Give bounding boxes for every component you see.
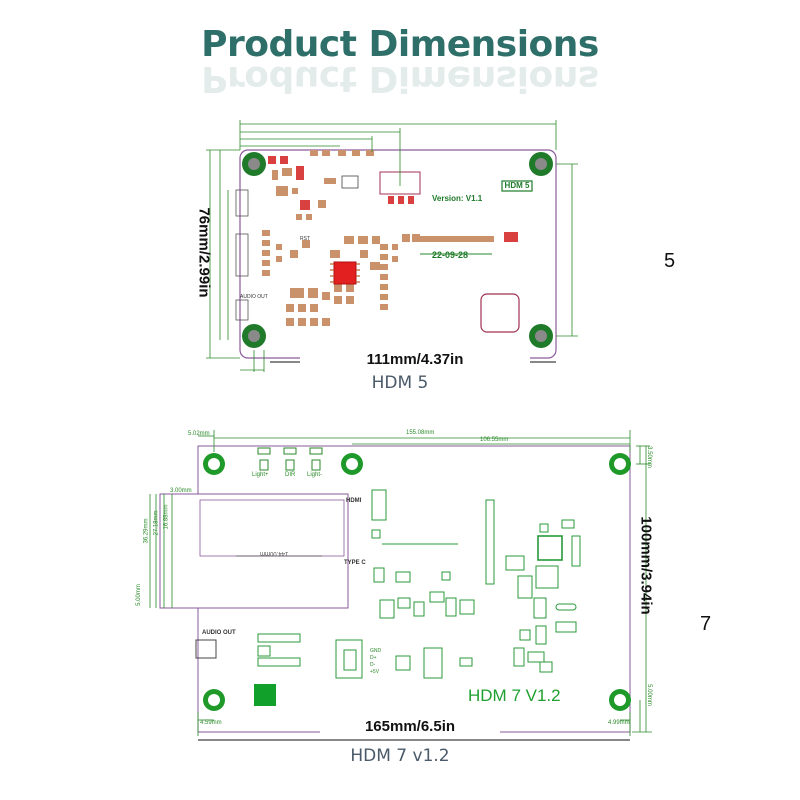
hdm5-mount-hole <box>529 324 553 348</box>
hdm7-dim-left-d: 36.29mm <box>143 518 150 544</box>
hdm5-board <box>206 120 578 372</box>
hdm5-caption: HDM 5 <box>371 373 429 393</box>
hdm7-header-pins <box>257 633 301 667</box>
hdm7-width-label: 165mm/6.5in <box>320 718 500 735</box>
hdm7-dim-top-a: 5.02mm <box>188 431 210 437</box>
hdm5-audio-port <box>235 299 249 321</box>
hdm5-main-chip <box>333 261 357 285</box>
hdm7-dim-left-a: 3.00mm <box>170 488 192 494</box>
hdm7-dim-bottom-left: 4.59mm <box>200 720 222 726</box>
hdm5-usb-port <box>235 189 249 217</box>
hdm5-width-label: 111mm/4.37in <box>300 351 530 368</box>
hdm5-side-number: 5 <box>664 250 676 272</box>
hdm5-model-tag: HDM 5 <box>504 181 530 190</box>
hdm7-dim-top-b: 155.08mm <box>406 430 435 436</box>
hdm7-button-label-dir: DIR <box>285 472 296 478</box>
hdm7-side-number: 7 <box>700 613 712 635</box>
hdm5-fpc-connector <box>418 236 494 242</box>
hdm5-audio-label: AUDIO OUT <box>240 294 268 300</box>
hdm7-audio-jack <box>195 639 217 659</box>
hdm5-model-tag-box <box>501 180 533 192</box>
hdm7-dim-screen-width: 144.00mm <box>260 550 289 556</box>
hdm5-height-label: 76mm/2.99in <box>195 207 213 298</box>
hdm7-pin-label-dminus: D- <box>370 662 376 668</box>
hdm7-pin-label-5v: +5V <box>370 669 380 675</box>
hdm7-dim-left-c: 27.18mm <box>153 510 160 536</box>
hdm7-mount-hole <box>203 453 225 475</box>
hdm7-dimension-lines <box>149 430 652 736</box>
hdm7-components <box>335 489 581 679</box>
hdm7-audio-label: AUDIO OUT <box>202 630 236 636</box>
page-title: Product Dimensions <box>201 24 599 65</box>
hdm5-components <box>262 150 518 326</box>
hdm7-pin-label-dplus: D+ <box>370 655 377 661</box>
hdm5-mount-hole <box>242 324 266 348</box>
hdm7-dim-left-e: 5.00mm <box>135 584 142 606</box>
hdm7-button-label-light-minus: Light- <box>307 472 323 478</box>
hdm7-dim-left-b: 16.88mm <box>163 504 170 530</box>
hdm7-mount-hole <box>341 453 363 475</box>
hdm5-rst-label: RST <box>300 236 310 242</box>
hdm7-board <box>149 430 652 741</box>
hdm5-version-text: Version: V1.1 <box>432 194 483 203</box>
hdm7-mount-hole <box>609 453 631 475</box>
hdm5-mount-hole <box>529 152 553 176</box>
hdm7-dim-bottom-right: 4.99mm <box>608 720 630 726</box>
hdm5-mark-square <box>480 293 520 333</box>
hdm7-mount-hole <box>609 689 631 711</box>
hdm7-model-text: HDM 7 V1.2 <box>468 686 561 705</box>
hdm7-buttons <box>257 447 323 471</box>
hdm7-dim-right-a: 3.50mm <box>645 446 652 468</box>
hdm7-pin-label-gnd: GND <box>370 648 382 654</box>
hdm7-hdmi-label: HDMI <box>346 498 362 504</box>
hdm7-green-pad <box>254 684 276 706</box>
hdm7-main-chip <box>537 535 563 561</box>
hdm5-mount-hole <box>242 152 266 176</box>
hdm5-hdmi-port <box>235 233 249 277</box>
hdm7-caption: HDM 7 v1.2 <box>350 746 450 766</box>
hdm7-dim-top-c: 106.55mm <box>480 437 509 443</box>
hdm7-height-label: 100mm/3.94in <box>637 516 655 615</box>
hdm7-button-label-light-plus: Light+ <box>252 472 269 478</box>
hdm7-typec-label: TYPE C <box>344 560 366 566</box>
hdm5-date-text: 22-09-28 <box>432 250 469 260</box>
hdm5-dimension-lines <box>206 120 578 372</box>
hdm7-dim-right-b: 5.00mm <box>645 684 652 706</box>
hdm7-mount-hole <box>203 689 225 711</box>
